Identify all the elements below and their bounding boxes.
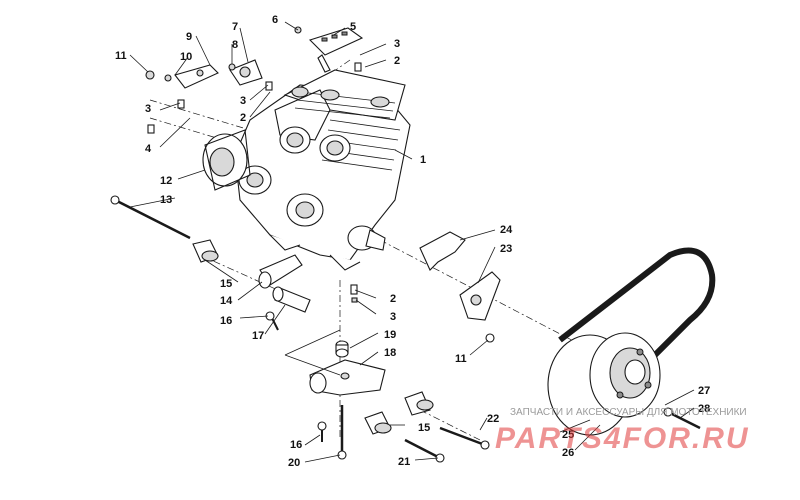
callout-21: 21	[398, 456, 410, 468]
callout-9: 9	[186, 31, 192, 43]
callout-3: 3	[390, 311, 396, 323]
callout-18: 18	[384, 347, 396, 359]
callout-16: 16	[220, 315, 232, 327]
callout-13: 13	[160, 194, 172, 206]
callout-12: 12	[160, 175, 172, 187]
callout-20: 20	[288, 457, 300, 469]
rubber-mounts	[192, 239, 434, 435]
callout-23: 23	[500, 243, 512, 255]
callout-4: 4	[145, 143, 152, 155]
callout-3: 3	[394, 38, 400, 50]
callout-6: 6	[272, 14, 278, 26]
drive-clutch	[547, 332, 661, 436]
callout-11: 11	[455, 353, 467, 365]
callout-16: 16	[290, 439, 302, 451]
rear-mount-18	[309, 359, 386, 396]
callout-15: 15	[220, 278, 232, 290]
callout-2: 2	[390, 293, 396, 305]
upper-bracket	[174, 59, 263, 89]
callout-2: 2	[394, 55, 400, 67]
watermark: ЗАПЧАСТИ И АКСЕССУАРЫ ДЛЯ МОТОТЕХНИКИ PA…	[495, 407, 750, 455]
callout-8: 8	[232, 39, 238, 51]
callout-24: 24	[500, 224, 513, 236]
callout-17: 17	[252, 330, 264, 342]
clutch-bolt-27-28	[663, 407, 701, 430]
callout-10: 10	[180, 51, 192, 63]
callout-19: 19	[384, 329, 396, 341]
callout-1: 1	[420, 154, 426, 166]
brackets-23-24	[419, 231, 501, 343]
mount-bracket-14	[258, 254, 303, 289]
callout-27: 27	[698, 385, 710, 397]
watermark-logo: PARTS4FOR.RU	[495, 422, 750, 455]
callout-22: 22	[487, 413, 499, 425]
callout-labels: 1 2 2 2 3 3 3 3 4 5 6 7 8 9 10 11 11 12 …	[115, 14, 710, 469]
mount-spacer-17	[272, 286, 311, 313]
bolt-20	[337, 405, 347, 460]
callout-3: 3	[240, 95, 246, 107]
engine-assembly	[202, 69, 411, 271]
callout-14: 14	[220, 295, 233, 307]
callout-2: 2	[240, 112, 246, 124]
bolts-21-22	[404, 426, 490, 463]
long-bolt-13	[110, 195, 191, 240]
callout-11: 11	[115, 50, 127, 62]
callout-5: 5	[350, 21, 356, 33]
callout-26: 26	[562, 447, 574, 459]
callout-28: 28	[698, 403, 710, 415]
callout-3: 3	[145, 103, 151, 115]
recoil-handle	[308, 27, 364, 73]
drive-belt	[558, 247, 716, 393]
watermark-tagline: ЗАПЧАСТИ И АКСЕССУАРЫ ДЛЯ МОТОТЕХНИКИ	[510, 407, 747, 418]
callout-25: 25	[562, 429, 574, 441]
callout-leaders	[129, 21, 695, 463]
callout-7: 7	[232, 21, 238, 33]
bolts-16	[265, 311, 327, 442]
small-fasteners	[145, 26, 362, 303]
callout-15: 15	[418, 422, 430, 434]
spacer-19	[335, 340, 349, 358]
